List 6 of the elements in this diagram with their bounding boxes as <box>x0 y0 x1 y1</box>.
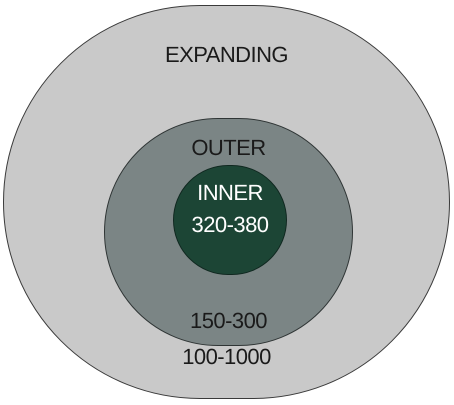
region-label: 150-300 <box>190 308 267 334</box>
region-label: INNER <box>197 180 263 206</box>
region-label: EXPANDING <box>164 42 288 68</box>
region-label: 100-1000 <box>182 344 271 370</box>
region-label: 320-380 <box>192 212 268 238</box>
region-label: OUTER <box>191 135 266 161</box>
